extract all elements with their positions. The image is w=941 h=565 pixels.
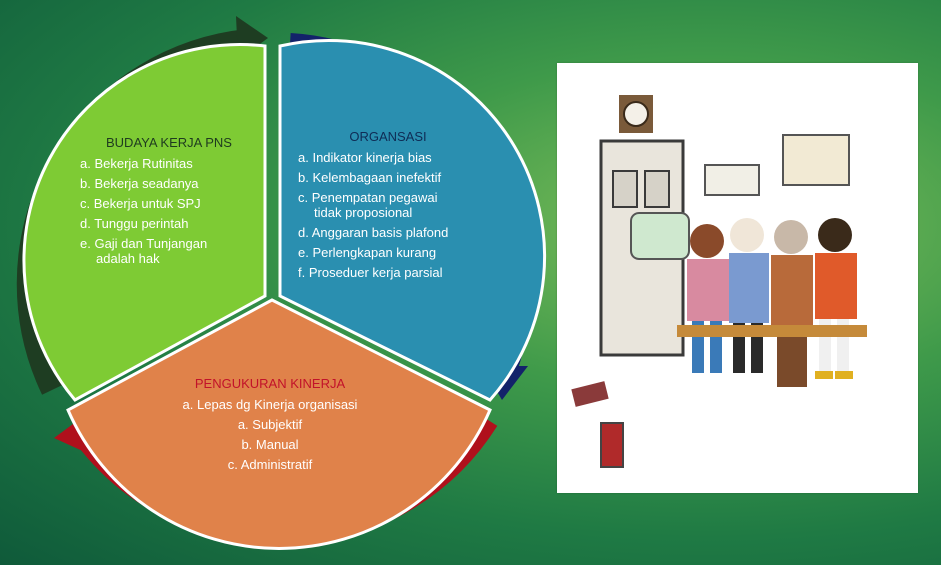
- bench: [677, 325, 867, 337]
- budaya-kerja-text: BUDAYA KERJA PNS a. Bekerja Rutinitas b.…: [80, 136, 270, 272]
- organisasi-item: f. Proseduer kerja parsial: [298, 265, 443, 280]
- speech-bubble: [630, 212, 690, 260]
- budaya-kerja-title: BUDAYA KERJA PNS: [106, 135, 232, 150]
- organisasi-item: a. Indikator kinerja bias: [298, 150, 432, 165]
- organisasi-item: c. Penempatan pegawai: [298, 190, 438, 205]
- waiting-room-illustration: [557, 63, 918, 493]
- sign-board: [782, 134, 850, 186]
- sign-board: [704, 164, 760, 196]
- budaya-item: c. Bekerja untuk SPJ: [80, 196, 201, 211]
- segment-organisasi: [278, 38, 547, 402]
- book-icon: [571, 381, 609, 407]
- trash-bin-icon: [600, 422, 624, 468]
- budaya-item-continuation: adalah hak: [96, 251, 160, 266]
- organisasi-item: d. Anggaran basis plafond: [298, 225, 449, 240]
- organisasi-text: ORGANSASI a. Indikator kinerja bias b. K…: [298, 130, 478, 286]
- budaya-item: e. Gaji dan Tunjangan: [80, 236, 208, 251]
- pengukuran-item: a. Subjektif: [237, 417, 303, 432]
- budaya-item: a. Bekerja Rutinitas: [80, 156, 193, 171]
- organisasi-item: e. Perlengkapan kurang: [298, 245, 437, 260]
- pengukuran-kinerja-text: PENGUKURAN KINERJA a. Lepas dg Kinerja o…: [150, 377, 390, 478]
- pengukuran-item: b. Manual: [241, 437, 299, 452]
- budaya-item: b. Bekerja seadanya: [80, 176, 199, 191]
- pengukuran-kinerja-title: PENGUKURAN KINERJA: [194, 376, 346, 391]
- segment-budaya-kerja: [22, 43, 267, 402]
- segment-pengukuran-kinerja: [66, 298, 492, 550]
- pengukuran-item: c. Administratif: [227, 457, 313, 472]
- budaya-item: d. Tunggu perintah: [80, 216, 189, 231]
- organisasi-item: b. Kelembagaan inefektif: [298, 170, 442, 185]
- organisasi-title: ORGANSASI: [349, 129, 427, 144]
- cycle-diagram: [16, 16, 547, 550]
- pengukuran-item: a. Lepas dg Kinerja organisasi: [182, 397, 358, 412]
- organisasi-item-continuation: tidak proposional: [314, 205, 413, 220]
